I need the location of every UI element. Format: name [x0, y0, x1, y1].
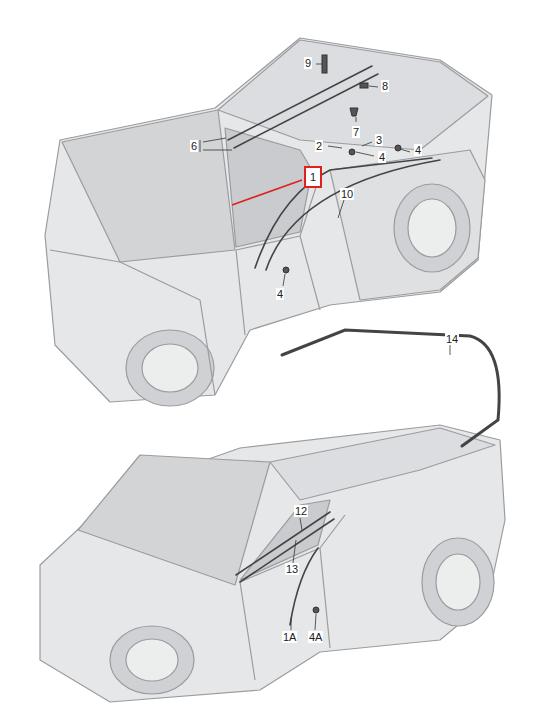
- callout-number: 4: [378, 151, 386, 163]
- callout-text: 6: [190, 140, 198, 152]
- trim-strip-1: [255, 158, 432, 268]
- callout-number: 4A: [308, 631, 323, 643]
- callout-number: 1A: [282, 631, 297, 643]
- callout-number: 6: [190, 140, 198, 152]
- callout-number: 4: [414, 144, 422, 156]
- clip-7: [350, 108, 358, 116]
- coupe-body: [45, 38, 492, 402]
- roof-rail-6: [228, 66, 378, 148]
- callout-text: 1A: [282, 631, 297, 643]
- roadster-rear-wheel: [422, 538, 494, 626]
- callout-number: 10: [340, 188, 354, 200]
- roadster-windshield: [78, 455, 270, 585]
- roadster-body: [40, 425, 505, 702]
- clip: [283, 267, 289, 273]
- roadster-roof: [270, 428, 495, 500]
- roof-seal-14: [282, 330, 499, 446]
- trim-strip-10: [266, 160, 440, 270]
- roadster-rear-rim: [436, 554, 480, 610]
- red-leader: [232, 180, 302, 205]
- clip: [395, 145, 401, 151]
- callout-text: 10: [340, 188, 354, 200]
- roadster-front-rim: [126, 639, 178, 681]
- windshield: [62, 110, 235, 262]
- callout-text: 4: [276, 288, 284, 300]
- front-rim: [142, 344, 198, 392]
- callout-text: 9: [304, 57, 312, 69]
- callout-text: 2: [315, 140, 323, 152]
- callout-text: 12: [294, 505, 308, 517]
- callout-number: 9: [304, 57, 312, 69]
- callout-text: 14: [445, 333, 459, 345]
- callout-number: 7: [352, 126, 360, 138]
- callout-text: 8: [381, 80, 389, 92]
- callout-number: 3: [375, 134, 383, 146]
- callout-text: 4: [378, 151, 386, 163]
- roadster-side-window: [240, 500, 330, 580]
- callout-number: 8: [381, 80, 389, 92]
- rear-wheel: [394, 184, 470, 272]
- bracket-8: [360, 83, 368, 88]
- callout-number: 4: [276, 288, 284, 300]
- callout-number: 2: [315, 140, 323, 152]
- roadster-front-wheel: [110, 626, 194, 694]
- rear-fender: [330, 150, 485, 300]
- trim-strip-1A: [290, 548, 318, 625]
- leader-line: [200, 64, 450, 630]
- callout-text: 3: [375, 134, 383, 146]
- callout-text: 4A: [308, 631, 323, 643]
- callout-text: 1: [310, 171, 316, 183]
- trim-strip-12-13: [236, 512, 334, 582]
- callout-text: 7: [352, 126, 360, 138]
- clip: [349, 149, 355, 155]
- callout-number: 12: [294, 505, 308, 517]
- callout-number: 13: [285, 563, 299, 575]
- rear-rim: [408, 199, 456, 257]
- roof: [218, 40, 488, 150]
- insert-9: [322, 55, 327, 73]
- highlighted-callout: 1: [304, 166, 322, 188]
- clip: [313, 607, 319, 613]
- hood-line: [50, 250, 215, 395]
- callout-text: 4: [414, 144, 422, 156]
- front-wheel: [126, 330, 214, 406]
- roadster-door: [240, 515, 345, 680]
- callout-number: 14: [445, 333, 459, 345]
- callout-text: 13: [285, 563, 299, 575]
